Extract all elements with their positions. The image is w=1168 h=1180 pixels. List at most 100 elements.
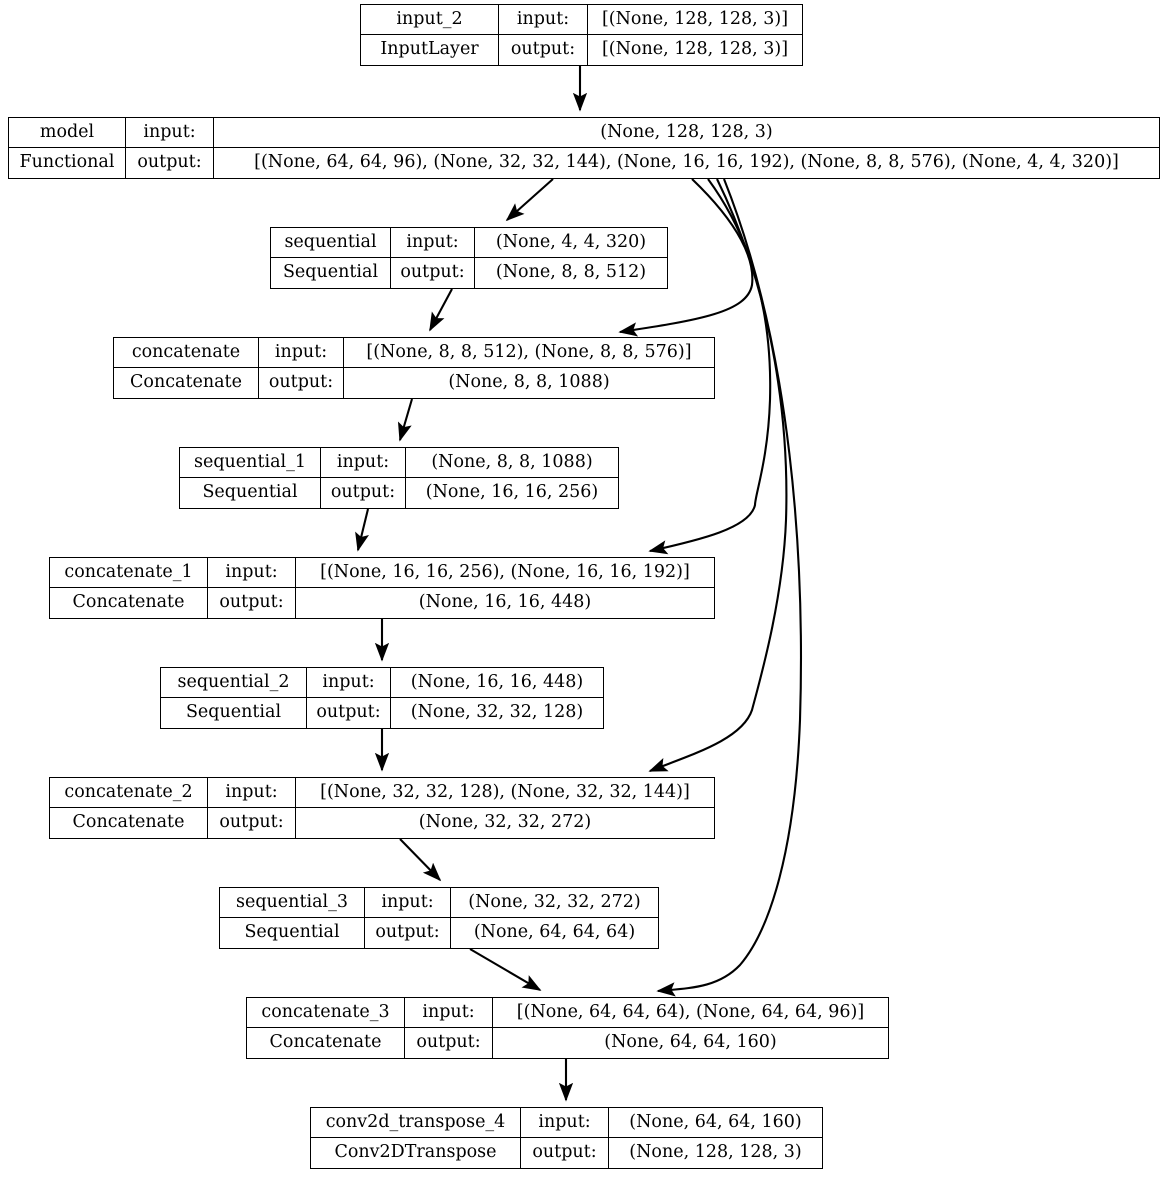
node-classname: Sequential xyxy=(220,918,365,948)
node-input_2[interactable]: input_2 input: [(None, 128, 128, 3)] Inp… xyxy=(360,4,803,66)
edge-model-to-sequential xyxy=(505,178,554,222)
node-title: concatenate_3 xyxy=(247,998,405,1027)
node-sequential_1[interactable]: sequential_1 input: (None, 8, 8, 1088) S… xyxy=(179,447,619,509)
node-output-label: output: xyxy=(365,918,451,948)
node-row-input: concatenate_3 input: [(None, 64, 64, 64)… xyxy=(247,998,888,1028)
node-row-input: sequential input: (None, 4, 4, 320) xyxy=(271,228,667,258)
node-output-label: output: xyxy=(208,588,296,618)
node-output-shape: [(None, 128, 128, 3)] xyxy=(601,39,789,60)
node-row-input: sequential_2 input: (None, 16, 16, 448) xyxy=(161,668,603,698)
node-input-shape: (None, 4, 4, 320) xyxy=(495,231,647,252)
node-row-output: Concatenate output: (None, 16, 16, 448) xyxy=(50,588,714,618)
edge-concatenate_2-to-sequential_3 xyxy=(399,838,442,882)
node-row-input: concatenate input: [(None, 8, 8, 512), (… xyxy=(114,338,714,368)
node-classname: Concatenate xyxy=(50,588,208,618)
node-output-label: output: xyxy=(321,478,406,508)
node-input-shape: [(None, 8, 8, 512), (None, 8, 8, 576)] xyxy=(366,341,692,362)
node-row-input: sequential_3 input: (None, 32, 32, 272) xyxy=(220,888,658,918)
node-classname: InputLayer xyxy=(361,35,499,65)
node-model[interactable]: model input: (None, 128, 128, 3) Functio… xyxy=(8,117,1160,179)
node-output-shape: (None, 32, 32, 272) xyxy=(418,812,592,833)
node-row-output: Sequential output: (None, 64, 64, 64) xyxy=(220,918,658,948)
node-row-input: conv2d_transpose_4 input: (None, 64, 64,… xyxy=(311,1108,822,1138)
node-input-label: input: xyxy=(365,888,451,917)
node-sequential_3[interactable]: sequential_3 input: (None, 32, 32, 272) … xyxy=(219,887,659,949)
node-classname: Sequential xyxy=(180,478,321,508)
node-output-label: output: xyxy=(521,1138,609,1168)
node-input-label: input: xyxy=(521,1108,609,1137)
node-output-shape: (None, 8, 8, 1088) xyxy=(448,372,610,393)
node-row-output: Conv2DTranspose output: (None, 128, 128,… xyxy=(311,1138,822,1168)
node-row-output: Sequential output: (None, 16, 16, 256) xyxy=(180,478,618,508)
node-output-shape: (None, 64, 64, 160) xyxy=(604,1032,777,1053)
node-row-input: concatenate_2 input: [(None, 32, 32, 128… xyxy=(50,778,714,808)
node-row-input: model input: (None, 128, 128, 3) xyxy=(9,118,1159,148)
node-output-shape: (None, 16, 16, 448) xyxy=(418,592,592,613)
node-input-label: input: xyxy=(499,5,588,34)
node-input-shape: (None, 128, 128, 3) xyxy=(600,121,773,142)
node-input-label: input: xyxy=(321,448,406,477)
node-input-label: input: xyxy=(307,668,391,697)
node-title: sequential_2 xyxy=(161,668,307,697)
edge-sequential_3-to-concatenate_3 xyxy=(469,948,542,991)
node-input-shape: (None, 32, 32, 272) xyxy=(468,891,641,912)
node-output-shape: (None, 8, 8, 512) xyxy=(495,262,647,283)
node-row-output: Functional output: [(None, 64, 64, 96), … xyxy=(9,148,1159,178)
node-row-input: sequential_1 input: (None, 8, 8, 1088) xyxy=(180,448,618,478)
node-title: model xyxy=(9,118,126,147)
edge-sequential-to-concatenate xyxy=(429,288,453,332)
node-input-label: input: xyxy=(126,118,214,147)
node-classname: Concatenate xyxy=(114,368,259,398)
node-classname: Concatenate xyxy=(247,1028,405,1058)
node-sequential[interactable]: sequential input: (None, 4, 4, 320) Sequ… xyxy=(270,227,668,289)
node-input-shape: [(None, 16, 16, 256), (None, 16, 16, 192… xyxy=(320,561,690,582)
node-output-shape: (None, 32, 32, 128) xyxy=(410,702,584,723)
node-output-shape: (None, 64, 64, 64) xyxy=(473,922,636,943)
node-classname: Functional xyxy=(9,148,126,178)
node-sequential_2[interactable]: sequential_2 input: (None, 16, 16, 448) … xyxy=(160,667,604,729)
node-title: conv2d_transpose_4 xyxy=(311,1108,521,1137)
node-classname: Concatenate xyxy=(50,808,208,838)
node-input-shape: (None, 64, 64, 160) xyxy=(629,1111,802,1132)
node-concatenate_1[interactable]: concatenate_1 input: [(None, 16, 16, 256… xyxy=(49,557,715,619)
node-input-label: input: xyxy=(259,338,344,367)
node-concatenate_3[interactable]: concatenate_3 input: [(None, 64, 64, 64)… xyxy=(246,997,889,1059)
edge-concatenate-to-sequential_1 xyxy=(397,398,414,442)
node-input-label: input: xyxy=(208,778,296,807)
node-title: sequential_1 xyxy=(180,448,321,477)
node-title: sequential_3 xyxy=(220,888,365,917)
node-classname: Sequential xyxy=(271,258,391,288)
node-row-output: Sequential output: (None, 8, 8, 512) xyxy=(271,258,667,288)
node-row-input: concatenate_1 input: [(None, 16, 16, 256… xyxy=(50,558,714,588)
node-input-label: input: xyxy=(405,998,493,1027)
node-row-output: Concatenate output: (None, 32, 32, 272) xyxy=(50,808,714,838)
node-concatenate_2[interactable]: concatenate_2 input: [(None, 32, 32, 128… xyxy=(49,777,715,839)
node-concatenate[interactable]: concatenate input: [(None, 8, 8, 512), (… xyxy=(113,337,715,399)
node-output-label: output: xyxy=(307,698,391,728)
node-input-label: input: xyxy=(391,228,475,257)
node-output-label: output: xyxy=(391,258,475,288)
node-row-output: Sequential output: (None, 32, 32, 128) xyxy=(161,698,603,728)
node-title: sequential xyxy=(271,228,391,257)
node-title: concatenate_1 xyxy=(50,558,208,587)
edge-model-to-concatenate_2-skip xyxy=(648,178,788,772)
node-output-shape: (None, 16, 16, 256) xyxy=(425,482,599,503)
node-input-shape: (None, 16, 16, 448) xyxy=(410,671,584,692)
node-row-input: input_2 input: [(None, 128, 128, 3)] xyxy=(361,5,802,35)
node-input-shape: (None, 8, 8, 1088) xyxy=(431,451,593,472)
node-conv2d_transpose_4[interactable]: conv2d_transpose_4 input: (None, 64, 64,… xyxy=(310,1107,823,1169)
node-output-shape: [(None, 64, 64, 96), (None, 32, 32, 144)… xyxy=(254,152,1119,173)
node-output-label: output: xyxy=(126,148,214,178)
edge-sequential_1-to-concatenate_1 xyxy=(355,508,370,552)
node-classname: Sequential xyxy=(161,698,307,728)
node-output-label: output: xyxy=(259,368,344,398)
node-title: concatenate_2 xyxy=(50,778,208,807)
node-title: input_2 xyxy=(361,5,499,34)
node-input-shape: [(None, 64, 64, 64), (None, 64, 64, 96)] xyxy=(516,1001,865,1022)
node-title: concatenate xyxy=(114,338,259,367)
node-row-output: InputLayer output: [(None, 128, 128, 3)] xyxy=(361,35,802,65)
node-output-label: output: xyxy=(208,808,296,838)
node-row-output: Concatenate output: (None, 64, 64, 160) xyxy=(247,1028,888,1058)
node-row-output: Concatenate output: (None, 8, 8, 1088) xyxy=(114,368,714,398)
